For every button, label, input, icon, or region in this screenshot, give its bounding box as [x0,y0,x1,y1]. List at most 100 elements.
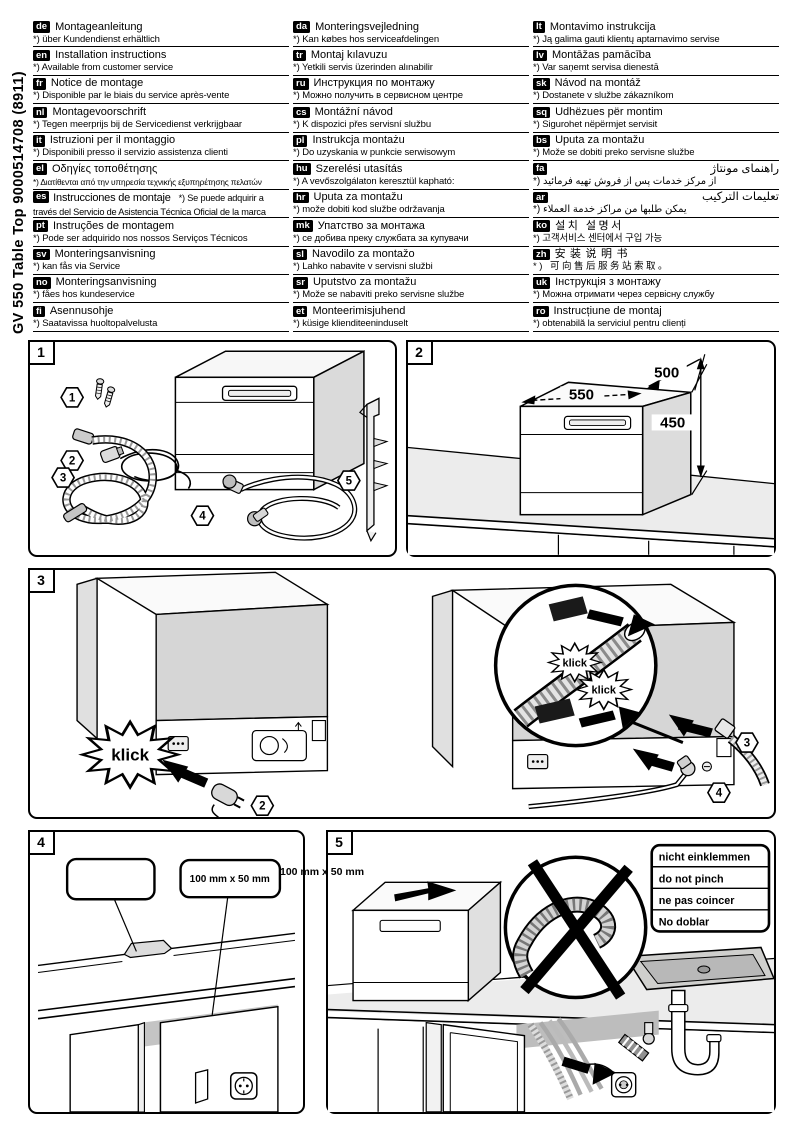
language-badge: sk [533,78,550,90]
product-code-vertical: GV 550 Table Top 9000514708 (8911) [11,71,27,334]
svg-text:3: 3 [60,473,66,485]
language-title: Montážní návod [314,105,393,118]
language-badge: zh [533,248,550,261]
panel-3-connections: 3 klick 2 [27,567,776,819]
cutout-illustration: 100 mm x 50 mm [37,857,296,1112]
language-badge: mk [293,220,313,232]
language-title: Montavimo instrukcija [549,20,656,33]
language-badge: uk [533,277,551,289]
language-note: *) از مرکز خدمات پس از فروش تهیه فرمائید [533,175,717,187]
language-badge: de [33,21,51,33]
cabinet-door-open [442,1023,526,1112]
language-note: *) Se puede adquirir a través del Servic… [33,193,266,217]
language-badge: hu [293,163,311,175]
language-title: Monteringsanvisning [55,276,157,289]
drain-hose-illustration [62,428,157,525]
cabinet-door [69,1023,140,1112]
language-note: *) Var saņemt servisa dienestā [533,61,659,73]
language-badge: fi [33,305,45,318]
language-badge: el [33,163,47,175]
language-title: Montaj kılavuzu [310,48,388,61]
language-note: *) obtenabilă la serviciul pentru clienț… [533,317,686,329]
klick-label: klick [111,746,149,765]
language-note: *) A vevőszolgálaton keresztül kapható: [293,175,455,187]
language-note: *) Available from customer service [33,61,174,73]
language-badge: hr [293,191,309,204]
panel-number: 4 [27,829,55,855]
language-badge: et [293,305,308,318]
language-note: *) Može se dobiti preko servisne službe [533,147,695,159]
language-title: Navodilo za montažo [311,248,415,260]
language-note: *) 可向售后服务站索取。 [533,261,671,272]
language-title: Monteringsvejledning [315,20,420,33]
inlet-hose-connection [528,748,696,810]
sink-trap [668,989,722,1076]
language-title: Instrucciones de montaje [53,192,171,205]
panel-2-dimensions: 2 550 500 [405,339,776,557]
magnifier-leader [632,721,684,744]
connections-illustration: klick 2 klick [76,571,770,817]
language-title: Инструкция по монтажу [313,77,435,90]
language-title: 설치 설명서 [555,219,624,232]
language-title: 安装说明书 [554,248,633,260]
language-title: Istruzioni per il montaggio [49,134,176,147]
language-entry-lv: lv Montāžas pamācība *) Var saņemt servis… [533,47,779,76]
language-note: *) Διατίθενται από την υπηρεσία τεχνικής… [33,176,262,187]
worktop-notch [123,939,173,959]
panel-number: 2 [405,339,433,365]
language-note: *) Sigurohet nëpërmjet servisit [533,118,658,130]
dimension-width: 550 [521,386,642,405]
prohibition-detail [503,855,648,1000]
cutout-size-label: 100 mm x 50 mm [190,874,270,885]
language-badge: nl [33,106,48,119]
screws-illustration [94,378,116,408]
klick-label: klick [562,657,587,669]
socket-icon [229,1072,258,1100]
language-badge: fr [33,78,46,90]
side-panel-cutout [194,1069,209,1104]
language-entry-zh: zh 安装说明书 *) 可向售后服务站索取。 [533,247,779,275]
language-title: Montāžas pamācība [551,48,651,61]
machine-rear-left [76,571,330,776]
parts-overview-illustration: 1 2 3 4 5 [51,349,389,543]
language-badge: lv [533,49,547,62]
language-note: *) Pode ser adquirido nos nossos Serviço… [33,232,248,244]
language-badge: es [33,191,50,203]
svg-text:2: 2 [259,801,265,813]
language-note: *) K dispozici přes servisní službu [293,118,431,130]
language-title: Οδηγίες τοποθέτησης [51,162,158,175]
language-badge: ro [533,305,549,318]
callout-box-empty [65,857,156,901]
language-note: *) Можно получить в сервисном центре [293,90,463,102]
mounting-bracket-illustration [359,397,389,543]
item-callout-4: 4 [706,782,731,803]
push-arrow [394,881,457,902]
svg-text:450: 450 [660,414,685,431]
dishwasher-box [351,880,503,1003]
item-callout-4: 4 [190,505,215,527]
language-badge: tr [293,49,306,62]
svg-text:4: 4 [199,511,206,523]
language-badge: ko [533,220,551,232]
language-note: *) über Kundendienst erhältlich [33,33,160,45]
svg-text:5: 5 [346,476,353,488]
panel-number: 1 [27,339,55,365]
dimensions-illustration: 550 500 450 [408,354,774,555]
